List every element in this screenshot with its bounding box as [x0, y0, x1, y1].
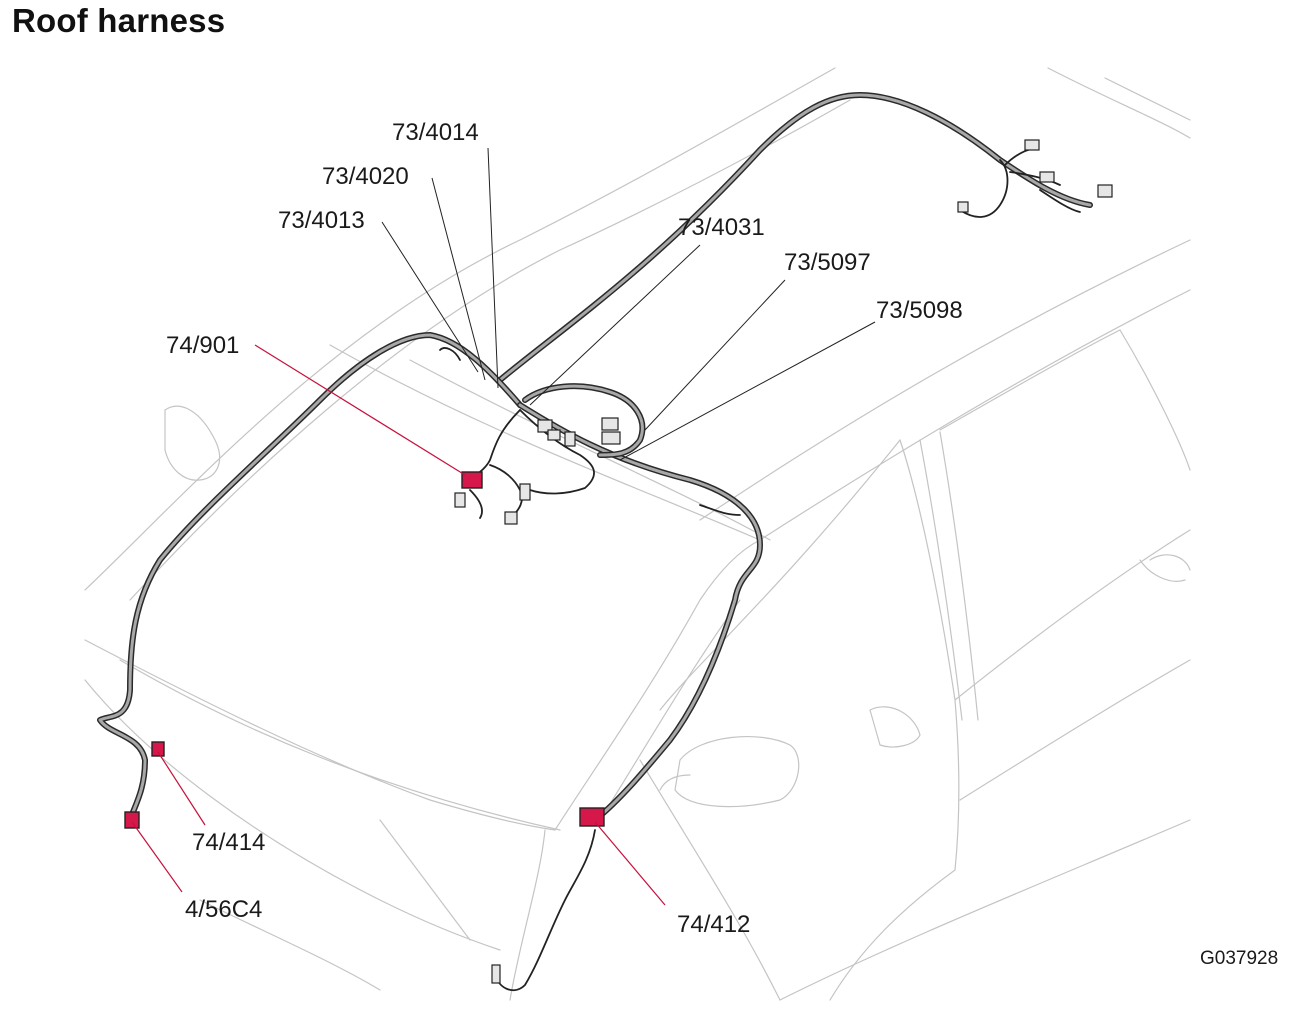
connector-rear-d [957, 201, 969, 213]
connector-a-pillar-end [491, 964, 501, 984]
leader-74-414 [157, 751, 206, 826]
connector-rear-a [1024, 139, 1040, 151]
callout-74-414: 74/414 [192, 829, 265, 856]
callout-74-901: 74/901 [166, 332, 239, 359]
leader-74-901 [254, 344, 466, 476]
connector-74-901 [461, 471, 483, 489]
leader-73-4014 [487, 147, 499, 389]
callout-74-412: 74/412 [677, 911, 750, 938]
connector-roof-console-a [519, 483, 531, 501]
connector-73-4020 [547, 429, 561, 441]
callout-73-4013: 73/4013 [278, 207, 365, 234]
connector-roof-console-c [454, 492, 466, 508]
connector-73-5097 [601, 417, 619, 431]
page-title: Roof harness [12, 2, 226, 39]
connector-73-4013 [537, 419, 553, 433]
connector-74-412 [579, 807, 605, 827]
connector-rear-b [1039, 171, 1055, 183]
grey-connectors [454, 139, 1113, 984]
leader-lines [131, 147, 876, 906]
connector-rear-c [1097, 184, 1113, 198]
red-connectors [124, 471, 605, 829]
car-body-outline [84, 67, 1191, 1001]
harness-thin-wires [439, 147, 1081, 992]
figure-code: G037928 [1200, 948, 1278, 969]
leader-73-5097 [644, 279, 786, 431]
callout-4-56c4: 4/56C4 [185, 896, 262, 923]
connector-4-56c4 [124, 811, 140, 829]
leader-73-4020 [431, 177, 486, 381]
callout-73-4031: 73/4031 [678, 214, 765, 241]
callout-73-4014: 73/4014 [392, 119, 479, 146]
harness-main-bundle [97, 92, 1093, 823]
connector-74-414 [151, 741, 165, 757]
leader-74-412 [594, 821, 666, 906]
connector-roof-console-b [504, 511, 518, 525]
connector-73-5097-b [601, 431, 621, 445]
callout-labels: 73/4014 73/4020 73/4013 73/4031 73/5097 … [166, 119, 963, 938]
leader-73-4031 [529, 244, 701, 406]
leader-73-4013 [381, 221, 479, 373]
leader-73-5098 [619, 321, 876, 461]
callout-73-5098: 73/5098 [876, 297, 963, 324]
connector-73-4031 [564, 431, 576, 447]
callout-73-5097: 73/5097 [784, 249, 871, 276]
leader-4-56c4 [131, 821, 183, 893]
callout-73-4020: 73/4020 [322, 163, 409, 190]
